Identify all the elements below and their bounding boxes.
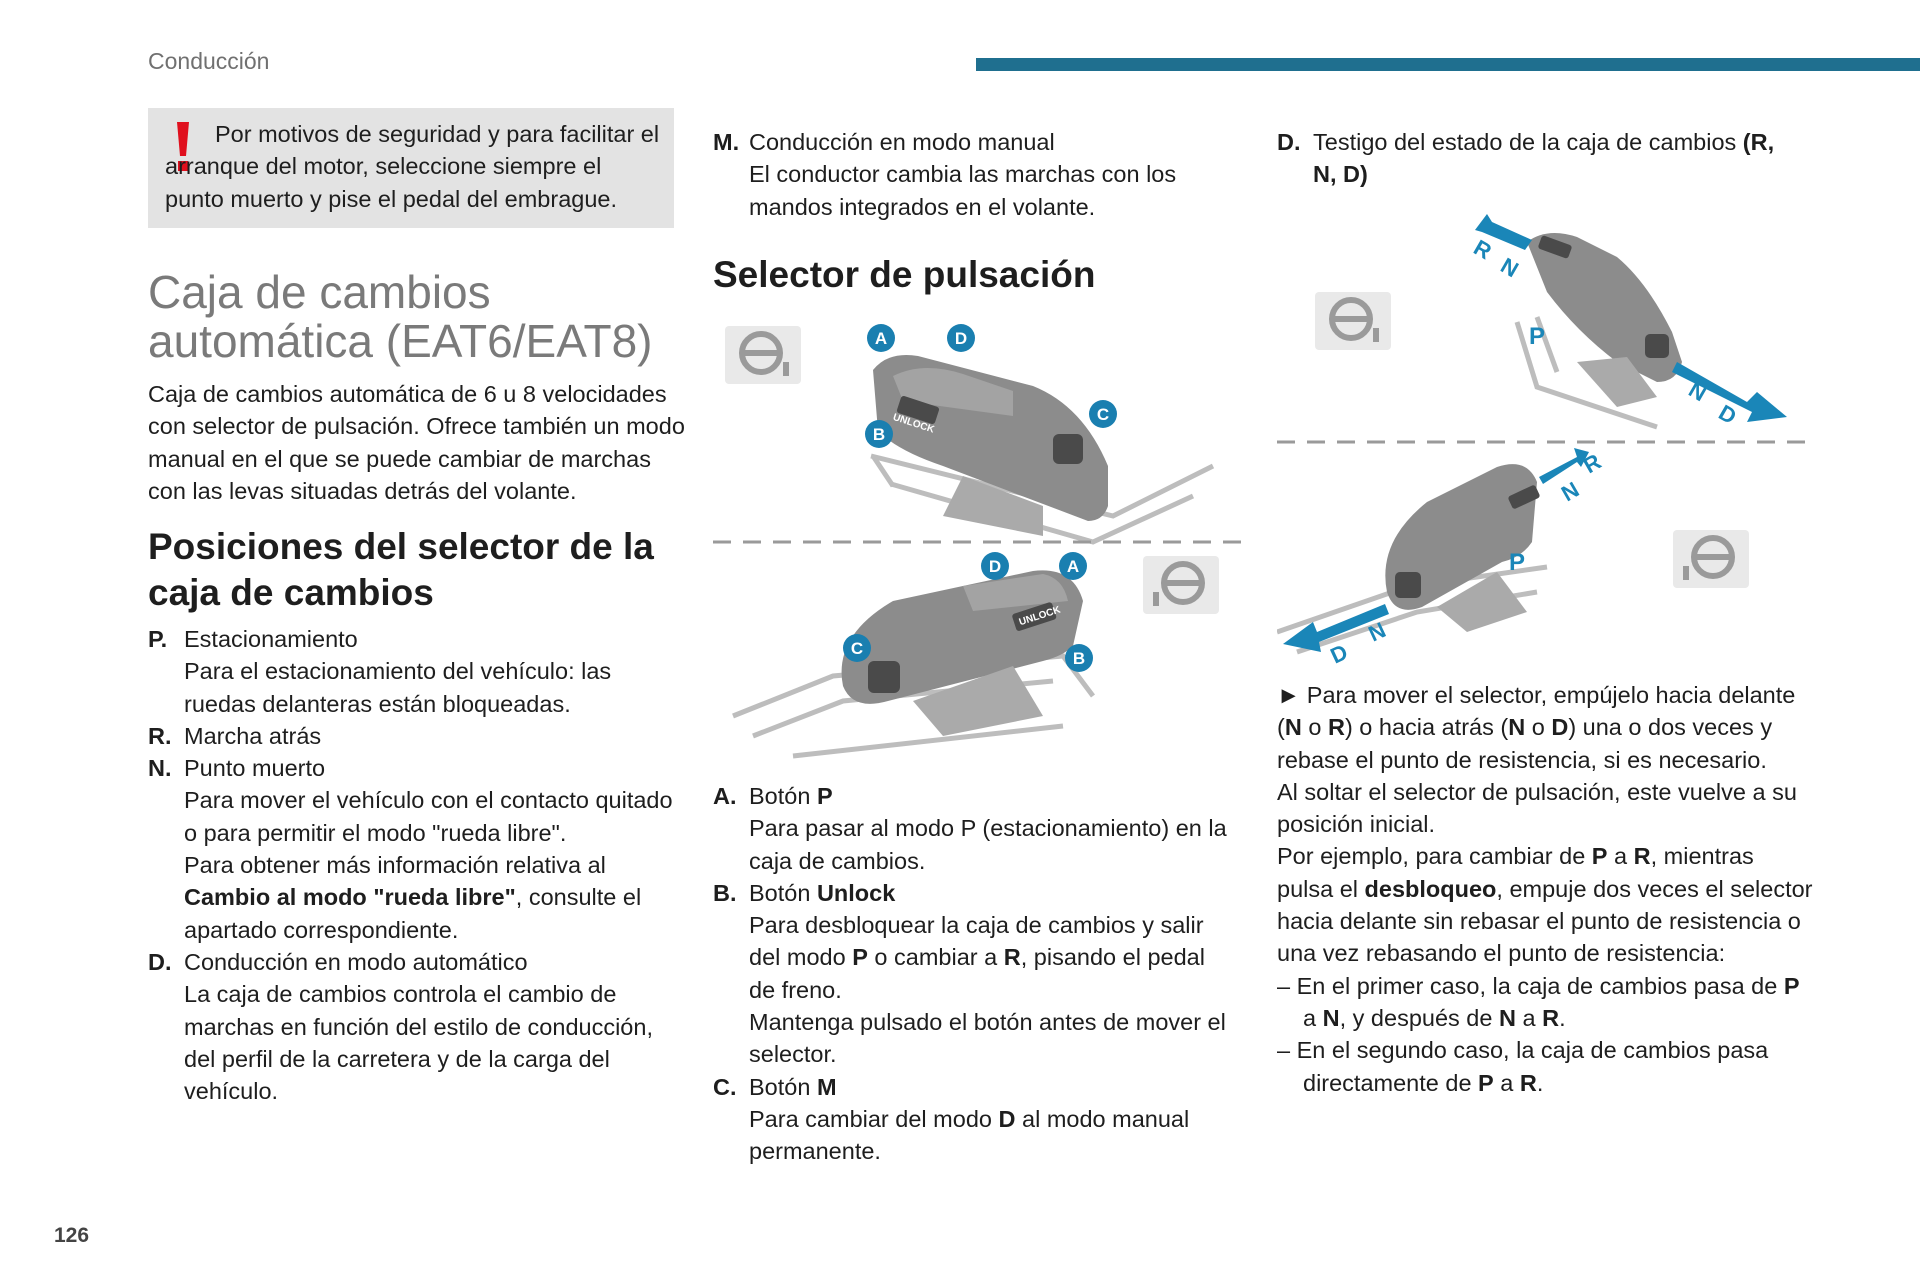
item-title: Punto muerto [184,755,326,782]
instruction-example: Por ejemplo, para cambiar de P a R, mien… [1277,843,1813,967]
callout-d: D [947,324,975,352]
item-description: Para desbloquear la caja de cambios y sa… [749,912,1205,1003]
exclamation-icon [177,122,189,171]
forward-arrow-icon [1475,214,1532,250]
item-title: Conducción en modo automático [184,948,528,975]
section-label: Conducción [148,48,270,74]
callout-a: A [1059,552,1087,580]
callout-a-label: A [875,329,887,348]
positions-list: P. Estacionamiento Para el estacionamien… [148,623,688,1107]
callout-a-label: A [1067,557,1079,576]
callout-a: A [867,324,895,352]
callout-b-label: B [1073,649,1085,668]
list-item-a: A. Botón P Para pasar al modo P (estacio… [713,780,1233,877]
item-title: Botón P [749,783,833,809]
forward-arrow-icon [1539,448,1589,484]
selector-heading: Selector de pulsación [713,254,1096,295]
label-r: R [1470,235,1496,265]
list-item-p: P. Estacionamiento Para el estacionamien… [148,623,688,720]
list-item-r: R. Marcha atrás [148,720,688,752]
steering-wheel-icon [1673,530,1749,588]
indicator-list: D. Testigo del estado de la caja de camb… [1277,126,1797,191]
reference-link-text: Cambio al modo "rueda libre" [184,884,516,911]
item-title: Marcha atrás [184,722,322,749]
callout-c: C [1089,400,1117,428]
callout-d: D [981,552,1009,580]
list-item-m: M. Conducción en modo manual El conducto… [713,126,1233,223]
callout-b: B [865,420,893,448]
item-description: Para mover el vehículo con el contacto q… [184,787,673,846]
item-note: Mantenga pulsado el botón antes de mover… [749,1009,1226,1068]
console-lines-top [1514,316,1658,430]
item-description: Para pasar al modo P (estacionamiento) e… [749,815,1227,874]
instruction-case-1: – En el primer caso, la caja de cambios … [1277,972,1800,1031]
label-d: D [1327,639,1352,668]
selector-lever-top [873,354,1108,536]
header-accent-bar [976,58,1920,71]
buttons-list: A. Botón P Para pasar al modo P (estacio… [713,780,1233,1168]
selector-movement-illustration: R N P N D R N P N D [1277,214,1805,669]
instruction-note: Al soltar el selector de pulsación, este… [1277,778,1797,838]
selector-lever-bottom [1385,464,1540,632]
intro-paragraph: Caja de cambios automática de 6 u 8 velo… [148,381,685,504]
instructions: ► Para mover el selector, empújelo hacia… [1277,679,1813,1099]
item-description: Para cambiar del modo D al modo manual p… [749,1105,1190,1165]
item-reference: Para obtener más información relativa al… [184,852,642,943]
backward-arrow-icon [1283,604,1389,652]
callout-d-label: D [955,329,967,348]
callout-c-label: C [1097,405,1109,424]
callout-c: C [843,634,871,662]
item-description: Para el estacionamiento del vehículo: la… [184,658,612,717]
positions-heading: Posiciones del selector de la caja de ca… [148,526,654,613]
label-p: P [1529,323,1545,350]
item-description: La caja de cambios controla el cambio de… [184,981,653,1105]
steering-wheel-icon [1315,292,1391,350]
page-number: 126 [54,1224,90,1247]
callout-c-label: C [851,639,863,658]
list-item-d: D. Conducción en modo automático La caja… [148,946,688,1107]
section-title: Caja de cambios automática (EAT6/EAT8) [148,266,653,367]
item-title: Estacionamiento [184,626,358,652]
selector-lever-top [1527,233,1682,407]
callout-b: B [1065,644,1093,672]
selector-lever-bottom [841,570,1083,736]
arrow-bullet-icon: ► [1277,682,1301,708]
list-item-d-indicator: D. Testigo del estado de la caja de camb… [1277,126,1797,191]
item-description: El conductor cambia las marchas con los … [749,161,1177,220]
warning-box: Por motivos de seguridad y para facilita… [148,108,674,228]
list-item-b: B. Botón Unlock Para desbloquear la caja… [713,877,1233,1071]
item-title: Botón Unlock [749,879,896,906]
item-title: Testigo del estado de la caja de cambios… [1313,129,1775,188]
label-p: P [1509,549,1525,576]
instruction-step: ► Para mover el selector, empújelo hacia… [1277,682,1796,773]
list-item-c: C. Botón M Para cambiar del modo D al mo… [713,1071,1233,1168]
list-item-n: N. Punto muerto Para mover el vehículo c… [148,752,688,946]
steering-wheel-icon [1143,556,1219,614]
warning-text: Por motivos de seguridad y para facilita… [165,121,660,212]
backward-arrow-icon [1672,362,1787,422]
label-n: N [1557,477,1583,507]
callout-d-label: D [989,557,1001,576]
instruction-case-2: – En el segundo caso, la caja de cambios… [1277,1037,1769,1096]
item-title: Conducción en modo manual [749,129,1055,155]
steering-wheel-icon [725,326,801,384]
mode-m-list: M. Conducción en modo manual El conducto… [713,126,1233,223]
selector-illustration: A D B C UNLOCK D A C B UNLOCK [713,324,1241,759]
label-n: N [1497,253,1523,283]
callout-b-label: B [873,425,885,444]
item-title: Botón M [749,1073,837,1100]
